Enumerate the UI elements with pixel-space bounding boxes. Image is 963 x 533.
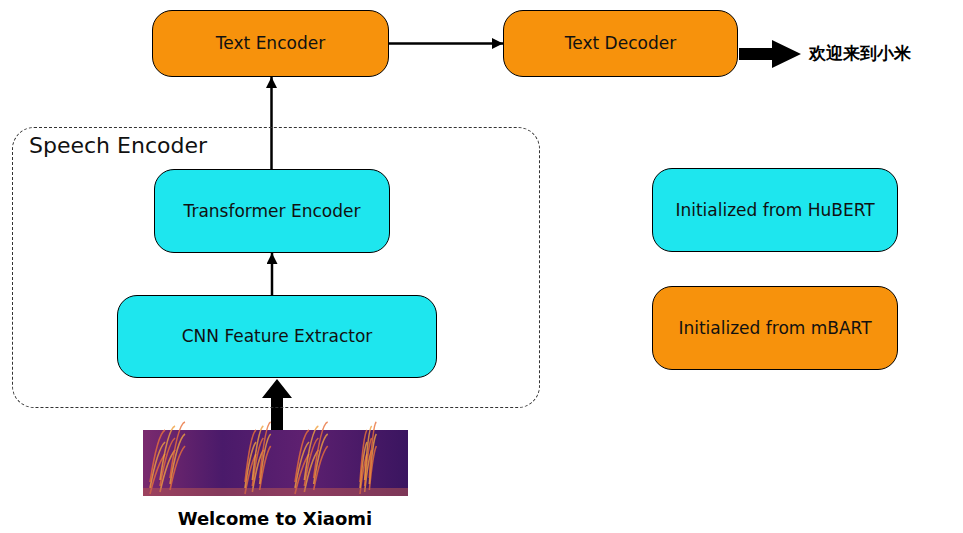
group-region: Speech EncoderTransformer EncoderCNN Fea… bbox=[12, 127, 540, 408]
input-caption: Welcome to Xiaomi bbox=[178, 508, 373, 529]
box-label: Text Decoder bbox=[565, 32, 676, 54]
output-arrow bbox=[739, 40, 801, 68]
output-text: 欢迎来到小米 bbox=[809, 42, 911, 65]
flow-arrow bbox=[271, 253, 274, 295]
input-arrow bbox=[262, 379, 292, 430]
flow-arrow bbox=[270, 77, 273, 169]
group-title: Speech Encoder bbox=[29, 132, 207, 161]
legend-text: Initialized from mBART bbox=[675, 317, 875, 339]
legend-swatch: Initialized from HuBERT bbox=[652, 168, 898, 252]
spectrogram bbox=[143, 422, 408, 496]
model-box: Text Encoder bbox=[152, 10, 389, 77]
flow-arrow bbox=[389, 42, 503, 45]
box-label: CNN Feature Extractor bbox=[182, 325, 373, 347]
model-box: Transformer Encoder bbox=[154, 169, 390, 253]
box-label: Text Encoder bbox=[216, 32, 325, 54]
model-box: Text Decoder bbox=[503, 10, 738, 77]
box-label: Transformer Encoder bbox=[184, 200, 361, 222]
model-box: CNN Feature Extractor bbox=[117, 295, 437, 378]
legend-swatch: Initialized from mBART bbox=[652, 286, 898, 370]
legend-text: Initialized from HuBERT bbox=[675, 199, 875, 221]
